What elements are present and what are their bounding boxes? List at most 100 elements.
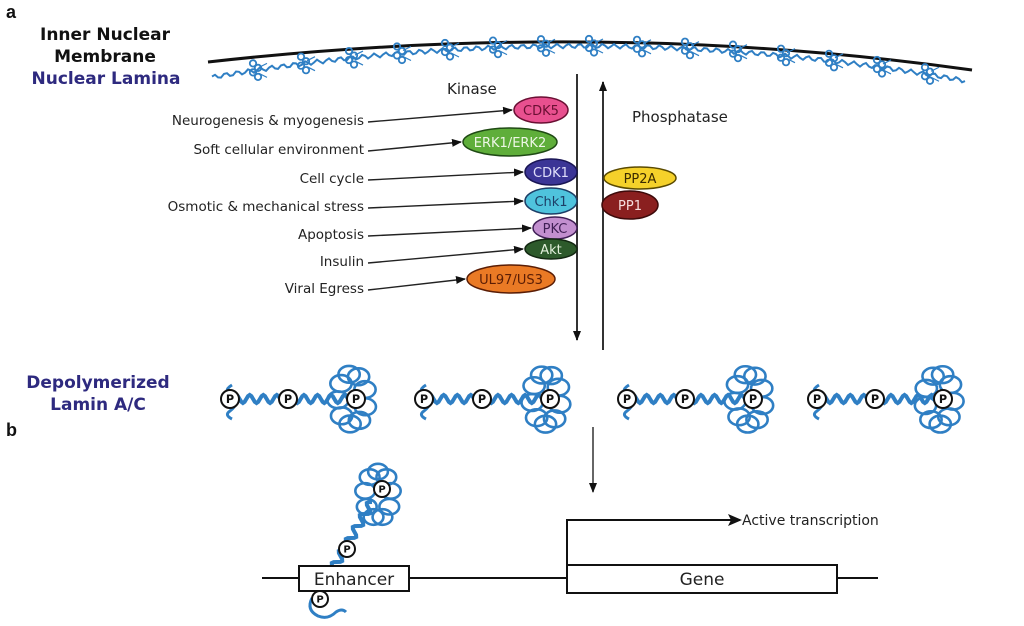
- lamin-tail: [308, 597, 348, 619]
- lamina-head: [488, 36, 508, 59]
- lamin-globular-loop: [919, 409, 943, 430]
- kinase-ul97-us3: UL97/US3: [466, 264, 556, 294]
- heading-line: Inner Nuclear: [40, 25, 170, 45]
- lamina-head: [536, 35, 556, 57]
- heading-line: Depolymerized: [26, 373, 170, 393]
- phospho-label: P: [623, 393, 631, 406]
- phospho-marker: P: [933, 389, 953, 409]
- lamina-head: [392, 42, 412, 65]
- stimulus-label: Osmotic & mechanical stress: [167, 199, 364, 215]
- kinase-label: UL97/US3: [479, 273, 543, 288]
- kinase-pkc: PKC: [532, 216, 578, 240]
- lamina-head: [872, 55, 892, 78]
- kinase-header: Kinase: [447, 80, 497, 98]
- phospho-marker: P: [617, 389, 637, 409]
- kinase-label: PKC: [543, 222, 568, 237]
- lamina-head: [680, 37, 700, 60]
- transcription-arrow: [566, 514, 742, 565]
- lamina-head: [296, 52, 316, 75]
- lamin-globular-loop: [529, 365, 554, 385]
- enhancer-bound-lamin: P P P: [308, 462, 402, 619]
- active-transcription-label: Active transcription: [742, 513, 879, 529]
- lamin-globular-loop: [346, 367, 371, 387]
- phospho-marker: P: [278, 389, 298, 409]
- lamina-head: [248, 59, 268, 81]
- stimulus-label: Neurogenesis & myogenesis: [171, 113, 364, 129]
- heading-line: Membrane: [54, 47, 156, 67]
- kinase-label: CDK1: [533, 166, 569, 181]
- phosphatase-pp1: PP1: [601, 190, 659, 220]
- panel-label-b: b: [6, 420, 17, 440]
- stimulus-arrows: [367, 106, 532, 291]
- nuclear-lamina-filament: [211, 34, 966, 85]
- kinase-cdk1: CDK1: [524, 158, 578, 186]
- lamin-globular-loop: [733, 364, 758, 385]
- lamina-head: [632, 35, 652, 58]
- phospho-marker: P: [865, 389, 885, 409]
- phospho-label: P: [316, 594, 323, 605]
- lamin-globular-loop: [337, 364, 362, 385]
- kinase-akt: Akt: [524, 238, 578, 260]
- phosphatase-label: PP1: [618, 199, 642, 214]
- lamina-head: [344, 46, 364, 69]
- lamin-globular-loop: [930, 364, 955, 385]
- lamina-head: [440, 38, 460, 61]
- stimulus-to-kinase-arrow: [367, 168, 524, 181]
- phospho-label: P: [478, 393, 486, 406]
- stimulus-to-kinase-arrow: [367, 197, 524, 209]
- stimulus-label: Insulin: [319, 254, 364, 270]
- stimulus-to-kinase-arrow: [367, 224, 532, 237]
- lamina-head: [920, 63, 940, 85]
- lamin-globular-loop: [533, 414, 558, 434]
- phospho-marker: P: [220, 389, 240, 409]
- phospho-label: P: [284, 393, 292, 406]
- phospho-marker: P: [472, 389, 492, 409]
- phospho-marker: P: [414, 389, 434, 409]
- gene-label: Gene: [680, 570, 725, 590]
- phosphatase-header: Phosphatase: [632, 108, 728, 126]
- inner-nuclear-membrane: [207, 40, 973, 72]
- lamin-globular-loop: [539, 365, 564, 386]
- phospho-label: P: [352, 393, 360, 406]
- stimulus-label: Cell cycle: [299, 171, 364, 187]
- phospho-marker: P: [743, 389, 763, 409]
- phospho-label: P: [681, 393, 689, 406]
- stimulus-to-kinase-arrow: [367, 276, 466, 291]
- stimulus-to-kinase-arrow: [367, 106, 513, 123]
- lamin-globular-loop: [371, 507, 394, 527]
- stimulus-label: Viral Egress: [284, 281, 364, 297]
- lamin-globular-loop: [326, 390, 350, 410]
- stimulus-to-kinase-arrow: [367, 138, 462, 152]
- kinase-label: ERK1/ERK2: [474, 136, 546, 151]
- phospho-label: P: [813, 393, 821, 406]
- phospho-marker: P: [540, 389, 560, 409]
- lamin-globular-loop: [921, 366, 946, 386]
- lamina-head: [728, 40, 748, 63]
- lamina-strand: [211, 42, 966, 84]
- stimulus-label: Apoptosis: [297, 227, 364, 243]
- stimulus-to-kinase-arrow: [367, 245, 524, 264]
- lamina-head: [776, 44, 796, 67]
- lamin-globular-loop: [742, 366, 767, 386]
- lamin-globular-loop: [725, 374, 750, 395]
- phospho-label: P: [343, 544, 350, 555]
- phospho-marker: P: [807, 389, 827, 409]
- enhancer-box: Enhancer: [298, 565, 410, 592]
- panel-label-a: a: [6, 2, 17, 22]
- kinase-cdk5: CDK5: [513, 96, 569, 124]
- phospho-label: P: [939, 393, 947, 406]
- phospho-marker: P: [311, 590, 329, 608]
- kinase-chk1: Chk1: [524, 187, 578, 215]
- enhancer-label: Enhancer: [314, 570, 394, 590]
- lamina-head: [824, 49, 844, 72]
- phospho-marker: P: [373, 480, 391, 498]
- phospho-label: P: [749, 393, 757, 406]
- heading-line: Lamin A/C: [50, 395, 146, 415]
- kinase-label: Akt: [540, 243, 562, 258]
- gene-box: Gene: [566, 564, 838, 594]
- kinase-label: Chk1: [534, 195, 567, 210]
